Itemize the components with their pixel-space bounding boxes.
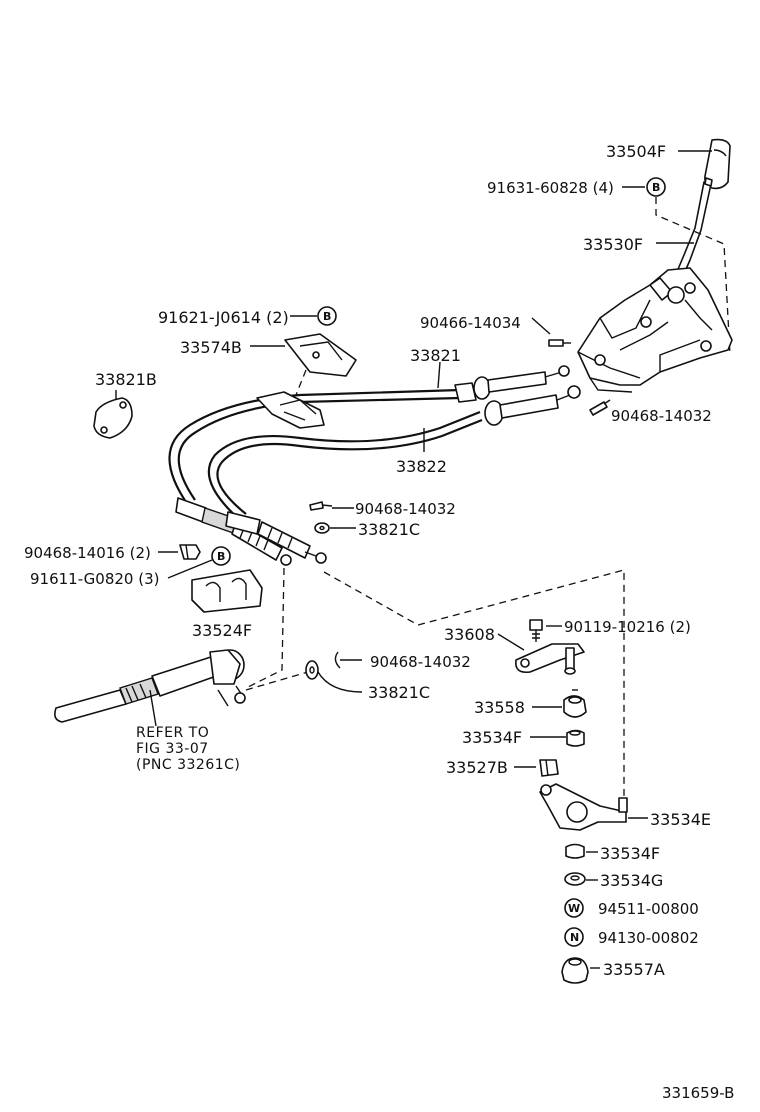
label-bolt-b-top: 91631-60828 (4) — [487, 179, 614, 197]
clip-33527b-icon — [539, 759, 559, 777]
cable-ends-lower — [175, 497, 327, 566]
label-cap-33557a: 33557A — [603, 960, 665, 979]
bushing-33534g-icon — [564, 872, 586, 886]
shift-lever — [675, 177, 713, 277]
label-bracket: 33524F — [192, 621, 252, 640]
label-bushing-33534g: 33534G — [600, 871, 663, 890]
svg-text:B: B — [323, 310, 331, 323]
refer-line-1: REFER TO — [136, 725, 209, 741]
label-washer-mid: 33821C — [358, 520, 420, 539]
cover-33821b — [93, 397, 133, 439]
marker-n-icon: N — [564, 927, 584, 947]
label-bushing-33534f-bot: 33534F — [600, 844, 660, 863]
washer-mid-icon — [314, 522, 330, 534]
refer-line-2: FIG 33-07 — [136, 741, 209, 757]
marker-b-icon: B — [646, 177, 666, 197]
label-lever-33534e: 33534E — [650, 810, 711, 829]
label-shift-lever: 33530F — [583, 235, 643, 254]
lever-arm-33608 — [514, 643, 585, 675]
label-pin-right: 90468-14032 — [611, 407, 712, 425]
cable-33821 — [168, 365, 570, 506]
refer-line-3: (PNC 33261C) — [136, 757, 240, 773]
transmission-shaft — [54, 649, 246, 723]
label-bushing-33558: 33558 — [474, 698, 525, 717]
bushing-33558-icon — [563, 689, 587, 718]
svg-text:N: N — [570, 931, 579, 944]
bolt-lever-icon — [529, 619, 543, 642]
pin-mid-icon — [309, 501, 333, 511]
label-cable-33821: 33821 — [410, 346, 461, 365]
label-cable-33822: 33822 — [396, 457, 447, 476]
svg-text:B: B — [217, 550, 225, 563]
label-pin-mid: 90468-14032 — [355, 500, 456, 518]
label-washer-lower: 33821C — [368, 683, 430, 702]
marker-w-icon: W — [564, 898, 584, 918]
label-cover-retainer: 33574B — [180, 338, 242, 357]
pin-right-icon — [589, 399, 611, 416]
bracket-33524f — [191, 569, 263, 613]
pin-lower-icon — [334, 651, 362, 669]
lever-33534e — [539, 783, 628, 831]
cap-33557a-icon — [561, 957, 589, 984]
cable-33822 — [207, 385, 581, 521]
clip-icon — [179, 544, 201, 560]
label-pin-upper: 90466-14034 — [420, 314, 521, 332]
marker-b-icon: B — [211, 546, 231, 566]
cover-retainer — [284, 333, 357, 377]
label-bolt-b-bracket: 91611-G0820 (3) — [30, 570, 160, 588]
pin-upper-icon — [548, 339, 571, 347]
marker-b-icon: B — [317, 306, 337, 326]
label-cover: 33821B — [95, 370, 157, 389]
label-clip: 90468-14016 (2) — [24, 544, 151, 562]
label-bolt-lever: 90119-10216 (2) — [564, 618, 691, 636]
label-pin-lower: 90468-14032 — [370, 653, 471, 671]
svg-text:B: B — [652, 181, 660, 194]
diagram-id: 331659-B — [662, 1084, 734, 1102]
label-nut-n: 94130-00802 — [598, 929, 699, 947]
label-bolt-b-left: 91621-J0614 (2) — [158, 308, 289, 327]
label-knob: 33504F — [606, 142, 666, 161]
shift-housing — [577, 267, 733, 393]
svg-text:W: W — [568, 902, 580, 915]
washer-lower-icon — [305, 660, 319, 680]
label-bushing-33534f-top: 33534F — [462, 728, 522, 747]
cable-grommet — [256, 391, 325, 429]
bushing-33534f-bot-icon — [565, 843, 585, 859]
label-clip-33527b: 33527B — [446, 758, 508, 777]
bushing-33534f-top-icon — [566, 729, 585, 747]
label-washer-w: 94511-00800 — [598, 900, 699, 918]
label-lever-arm: 33608 — [444, 625, 495, 644]
